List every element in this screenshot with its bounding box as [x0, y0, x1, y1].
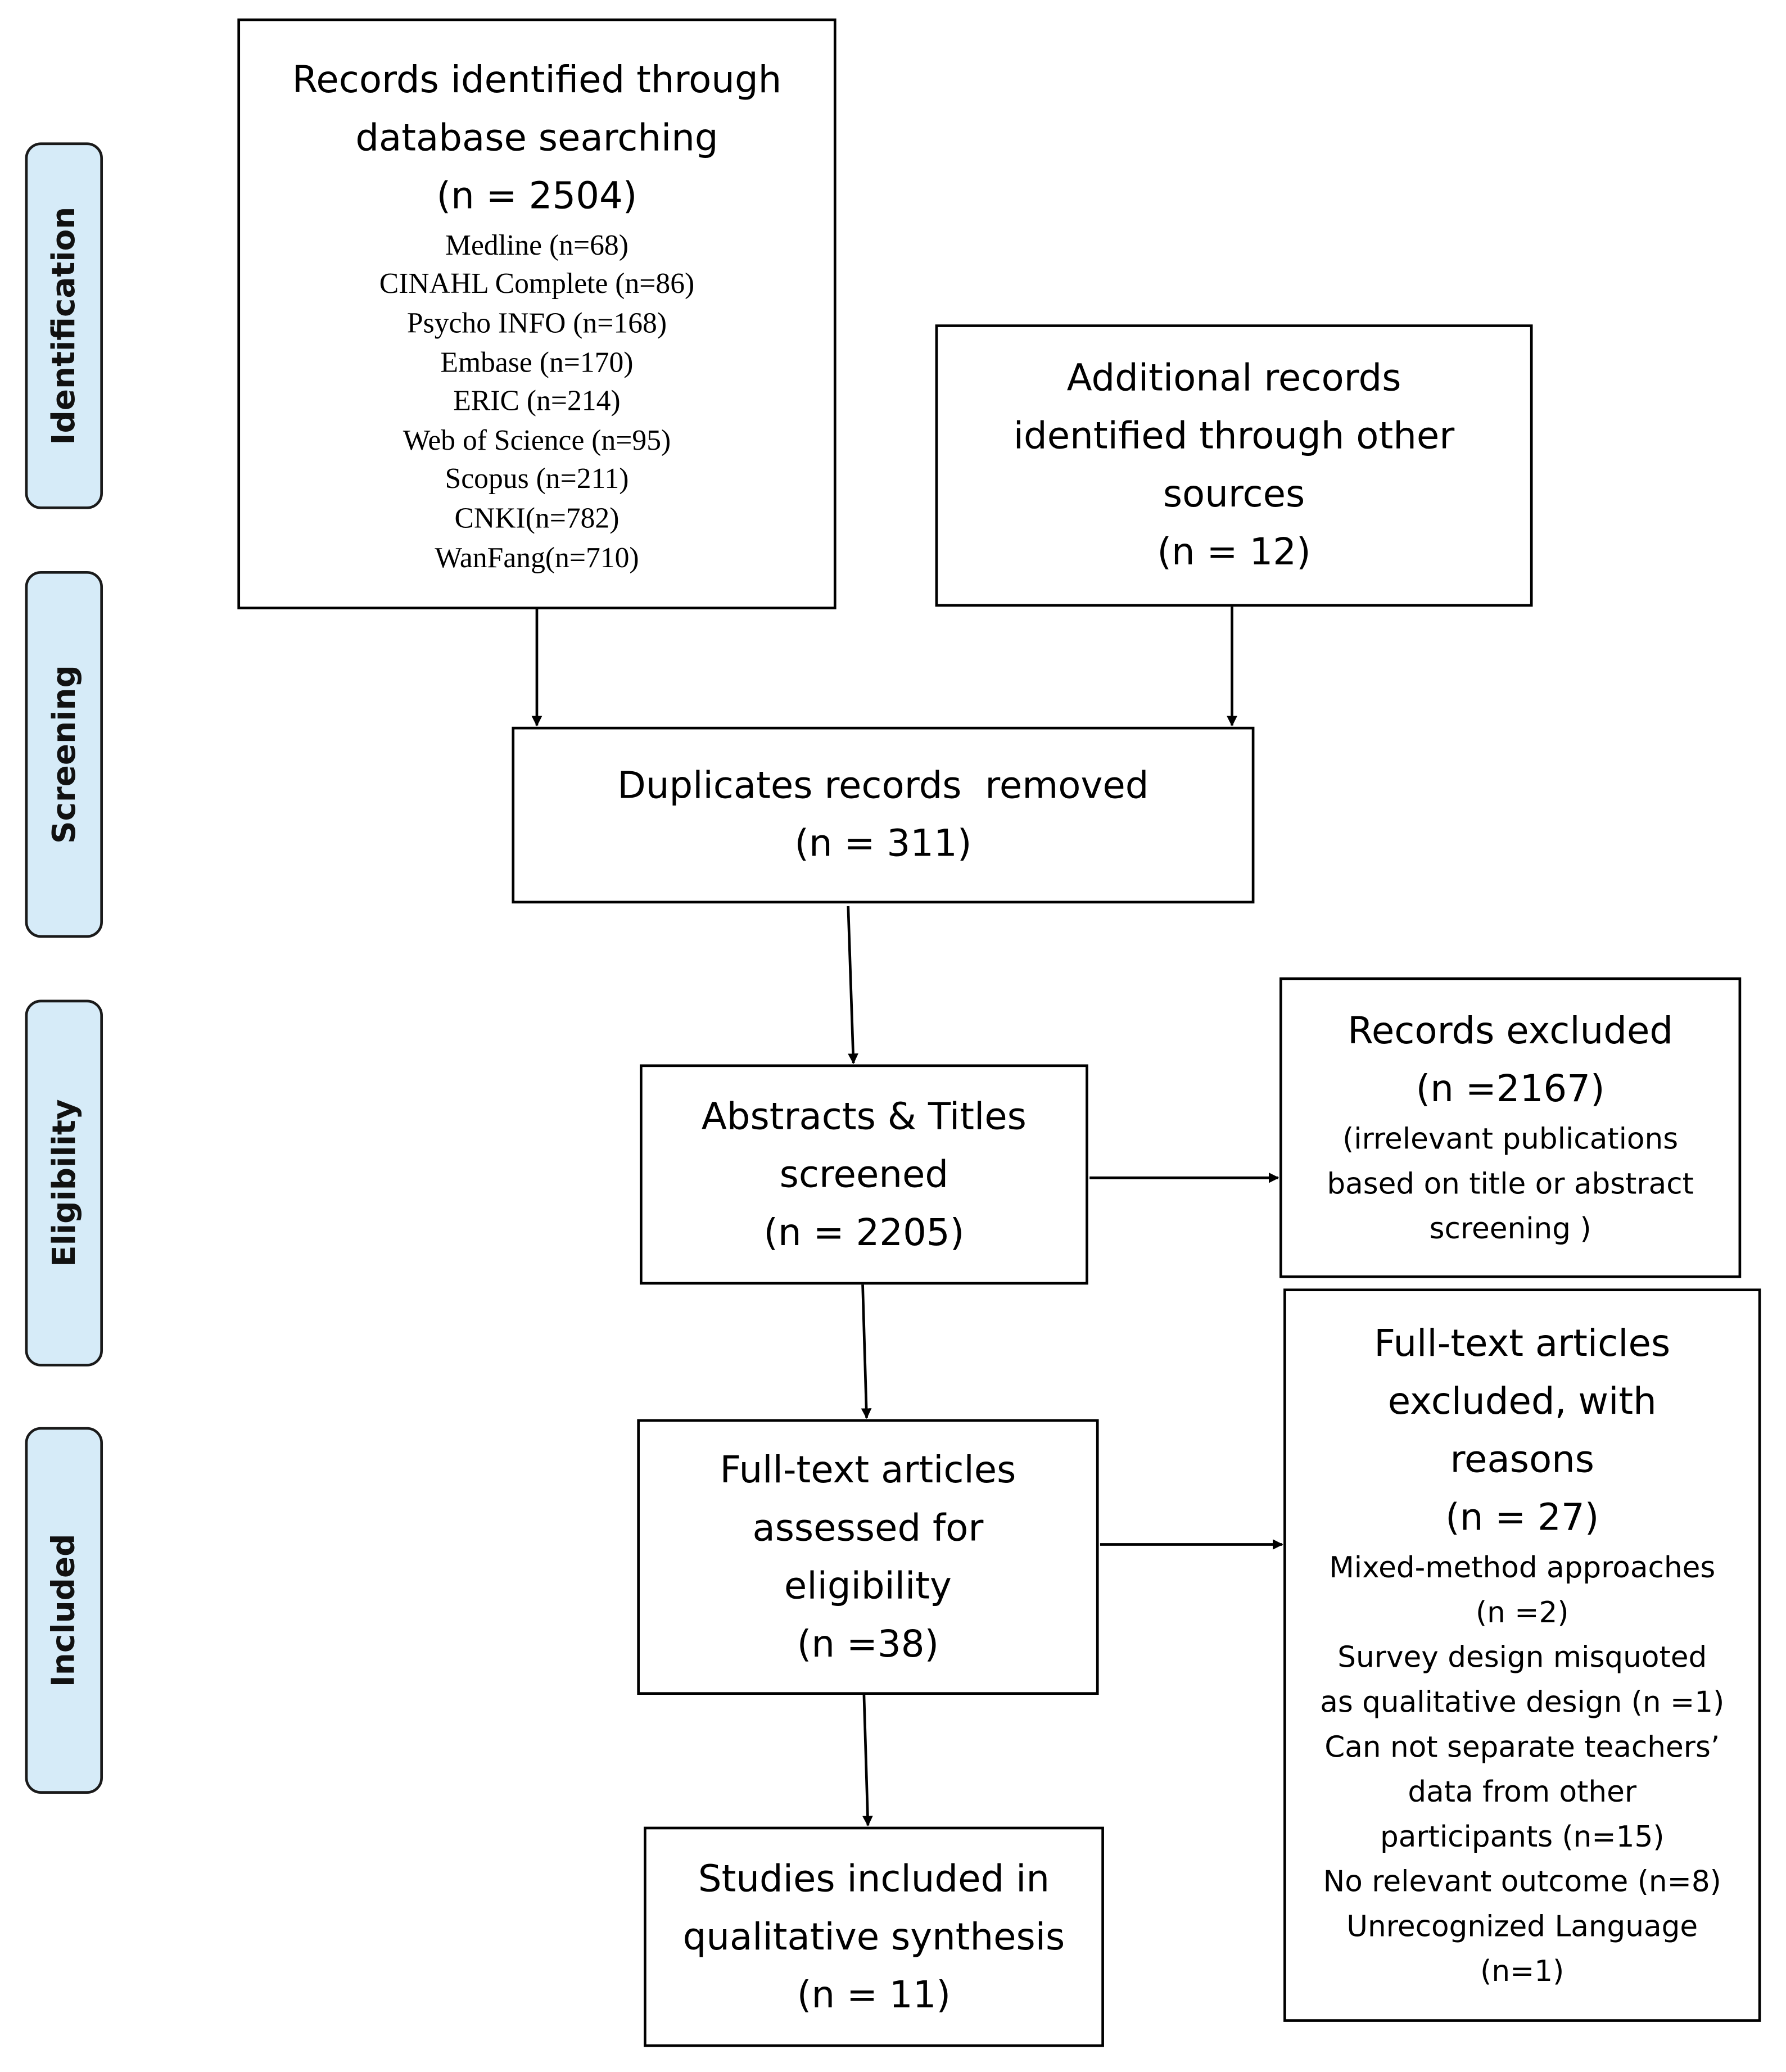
fulltext-assessed-box: Full-text articles assessed for eligibil… [637, 1419, 1099, 1695]
box-detail-line: based on title or abstract [1327, 1168, 1694, 1202]
box-text-line: eligibility [784, 1563, 952, 1607]
box-title-line: Full-text articles [1374, 1321, 1671, 1365]
box-text-line: (n = 2205) [763, 1210, 965, 1254]
exclusion-reason-line: Survey design misquoted [1337, 1642, 1707, 1675]
box-text-line: (n =38) [797, 1621, 939, 1666]
database-source-item: Psycho INFO (n=168) [406, 306, 667, 340]
box-title-line: (n =2167) [1416, 1067, 1605, 1111]
box-text-line: identified through other [1013, 414, 1455, 458]
exclusion-reason-line: Mixed-method approaches [1329, 1552, 1716, 1586]
stage-label-eligibility: Eligibility [25, 999, 103, 1367]
records-identified-box: Records identified through database sear… [237, 18, 837, 609]
box-text-line: Studies included in [698, 1856, 1050, 1900]
database-source-item: WanFang(n=710) [435, 540, 639, 573]
box-text-line: (n = 311) [794, 821, 972, 866]
fulltext-excluded-box: Full-text articles excluded, with reason… [1283, 1288, 1761, 2022]
box-title-line: reasons [1450, 1437, 1595, 1481]
exclusion-reason-line: (n =2) [1475, 1597, 1569, 1631]
stage-label-included: Included [25, 1427, 103, 1794]
exclusion-reason-line: (n=1) [1480, 1956, 1565, 1989]
database-source-item: Web of Science (n=95) [403, 423, 671, 456]
box-text-line: (n = 12) [1157, 530, 1311, 574]
database-source-item: ERIC (n=214) [453, 384, 621, 417]
studies-included-box: Studies included in qualitative synthesi… [644, 1826, 1104, 2047]
additional-records-box: Additional records identified through ot… [935, 324, 1533, 607]
arrow-abstracts-to-fulltext [861, 1284, 872, 1419]
box-detail-line: screening ) [1429, 1213, 1591, 1247]
database-source-item: Medline (n=68) [445, 228, 629, 261]
exclusion-reason-line: Can not separate teachers’ [1324, 1731, 1720, 1765]
box-title-line: database searching [355, 116, 718, 160]
exclusion-reason-line: as qualitative design (n =1) [1320, 1686, 1725, 1720]
box-title-line: Records identified through [292, 57, 782, 102]
abstracts-screened-box: Abstracts & Titles screened (n = 2205) [640, 1064, 1088, 1285]
exclusion-reason-line: Unrecognized Language [1346, 1911, 1698, 1944]
database-source-item: Embase (n=170) [440, 345, 634, 378]
records-excluded-box: Records excluded (n =2167) (irrelevant p… [1279, 977, 1742, 1278]
box-text-line: Additional records [1066, 356, 1401, 400]
exclusion-reason-line: participants (n=15) [1380, 1821, 1665, 1854]
box-text-line: Abstracts & Titles [701, 1094, 1027, 1138]
arrow-duplicates-to-abstracts [847, 906, 858, 1064]
box-text-line: (n = 11) [797, 1972, 951, 2016]
box-title-line: excluded, with [1387, 1379, 1657, 1423]
box-text-line: qualitative synthesis [682, 1914, 1065, 1958]
box-text-line: Duplicates records removed [617, 763, 1149, 807]
duplicates-removed-box: Duplicates records removed (n = 311) [512, 726, 1255, 904]
database-source-item: CINAHL Complete (n=86) [379, 266, 695, 300]
database-source-item: Scopus (n=211) [445, 462, 629, 495]
box-text-line: assessed for [752, 1505, 984, 1549]
database-source-item: CNKI(n=782) [454, 501, 620, 535]
arrow-fulltext-to-included [862, 1694, 873, 1827]
box-text-line: sources [1163, 472, 1305, 516]
box-title-line: (n = 27) [1445, 1495, 1599, 1540]
stage-label-identification: Identification [25, 142, 103, 509]
stage-label-screening: Screening [25, 571, 103, 938]
box-detail-line: (irrelevant publications [1342, 1124, 1679, 1157]
exclusion-reason-line: No relevant outcome (n=8) [1323, 1866, 1721, 1899]
exclusion-reason-line: data from other [1408, 1776, 1637, 1810]
box-title-line: (n = 2504) [436, 174, 637, 218]
box-title-line: Records excluded [1348, 1008, 1674, 1053]
box-text-line: screened [779, 1152, 949, 1196]
box-text-line: Full-text articles [720, 1447, 1016, 1491]
